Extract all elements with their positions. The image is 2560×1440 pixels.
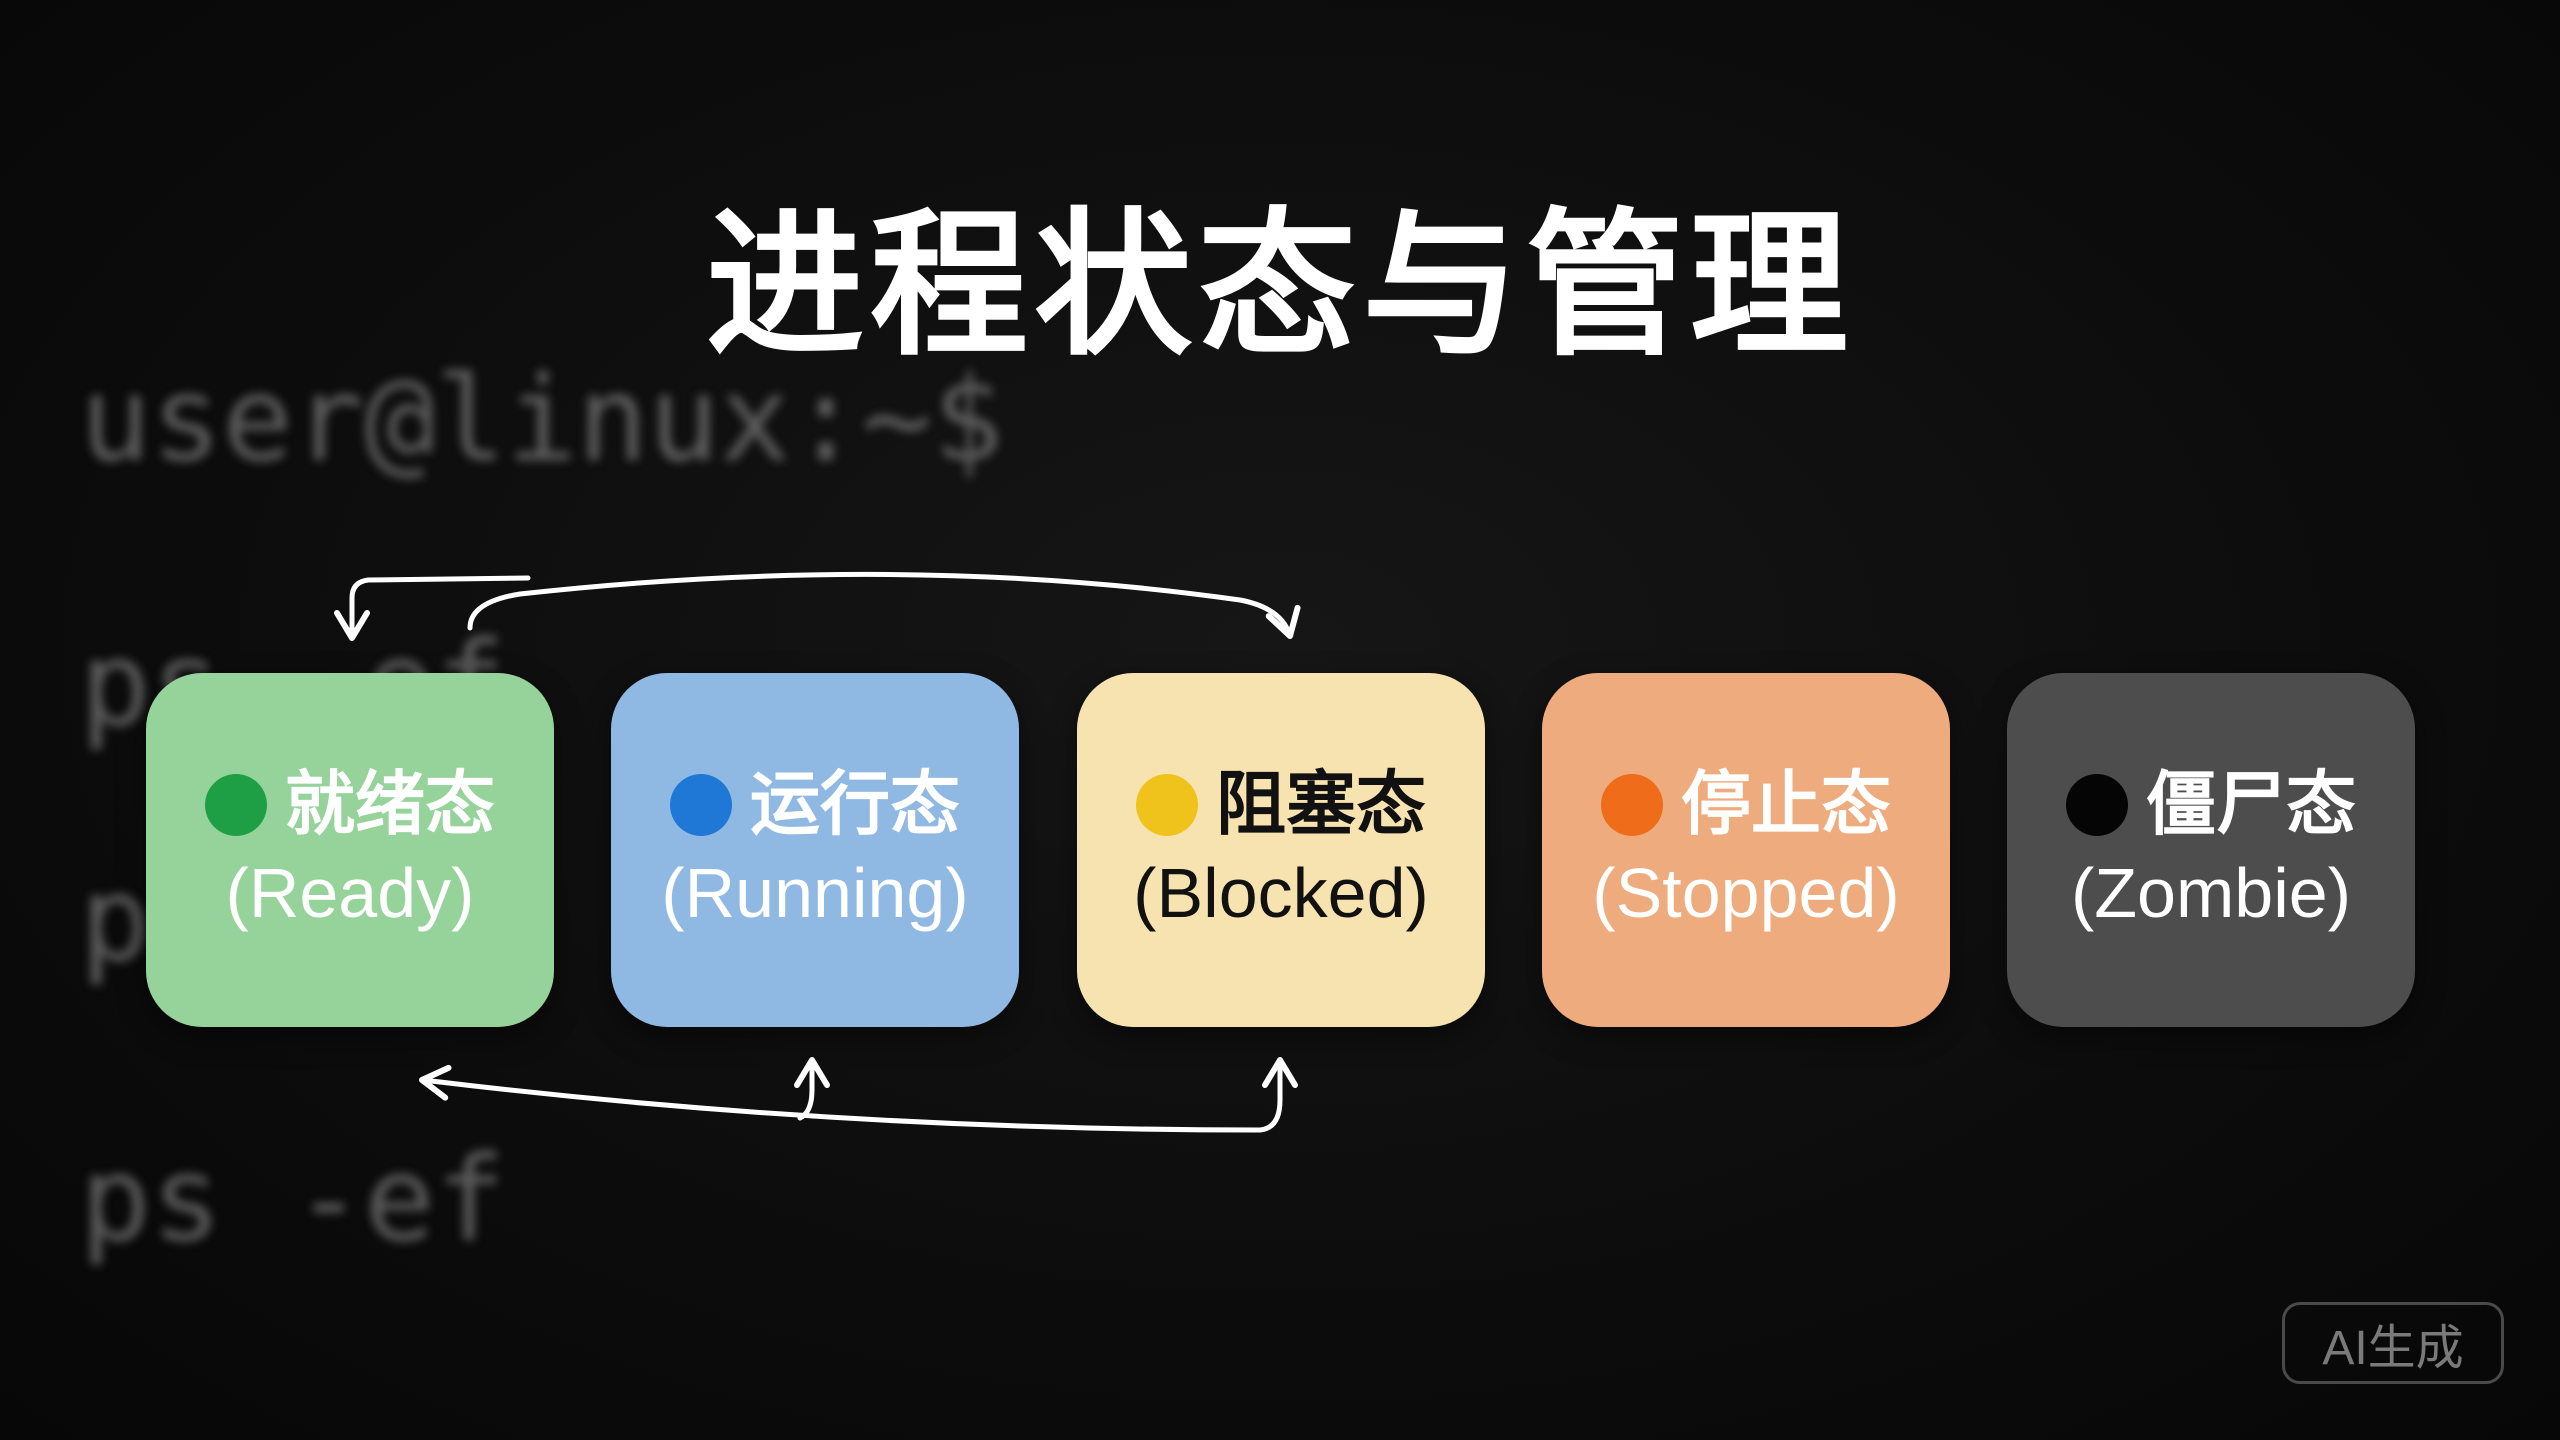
state-header: 就绪态: [205, 766, 495, 843]
state-header: 僵尸态: [2066, 766, 2356, 843]
state-english-label: (Running): [661, 854, 969, 933]
arrow-up-to-blocked: [1257, 1057, 1298, 1133]
state-name: 僵尸态: [2146, 763, 2356, 846]
state-box-stopped: 停止态 (Stopped): [1542, 673, 1950, 1027]
status-dot-icon: [1601, 773, 1663, 836]
state-english-label: (Zombie): [2070, 854, 2352, 933]
arrow-up-to-running: [794, 1057, 830, 1121]
ai-generated-badge: AI生成: [2282, 1302, 2504, 1384]
arrow-back-to-ready: [419, 1064, 1263, 1133]
state-name: 运行态: [750, 763, 960, 846]
status-dot-icon: [205, 773, 267, 836]
terminal-command: ps -ef: [80, 1130, 507, 1268]
state-box-zombie: 僵尸态 (Zombie): [2007, 673, 2415, 1027]
terminal-prompt: user@linux:~$: [80, 350, 1004, 488]
state-english-label: (Stopped): [1592, 854, 1900, 933]
slide-title: 进程状态与管理: [706, 194, 1854, 378]
state-box-blocked: 阻塞态 (Blocked): [1077, 673, 1485, 1027]
state-box-running: 运行态 (Running): [611, 673, 1019, 1027]
state-box-ready: 就绪态 (Ready): [146, 673, 554, 1027]
state-header: 运行态: [670, 766, 960, 843]
state-header: 停止态: [1601, 766, 1891, 843]
status-dot-icon: [670, 773, 732, 836]
arrow-ready-to-blocked: [467, 571, 1301, 639]
status-dot-icon: [2066, 773, 2128, 836]
state-header: 阻塞态: [1136, 766, 1426, 843]
state-name: 阻塞态: [1216, 763, 1426, 846]
state-english-label: (Blocked): [1133, 854, 1429, 933]
state-name: 就绪态: [285, 763, 495, 846]
status-dot-icon: [1136, 773, 1198, 836]
state-english-label: (Ready): [225, 854, 475, 933]
state-name: 停止态: [1681, 763, 1891, 846]
